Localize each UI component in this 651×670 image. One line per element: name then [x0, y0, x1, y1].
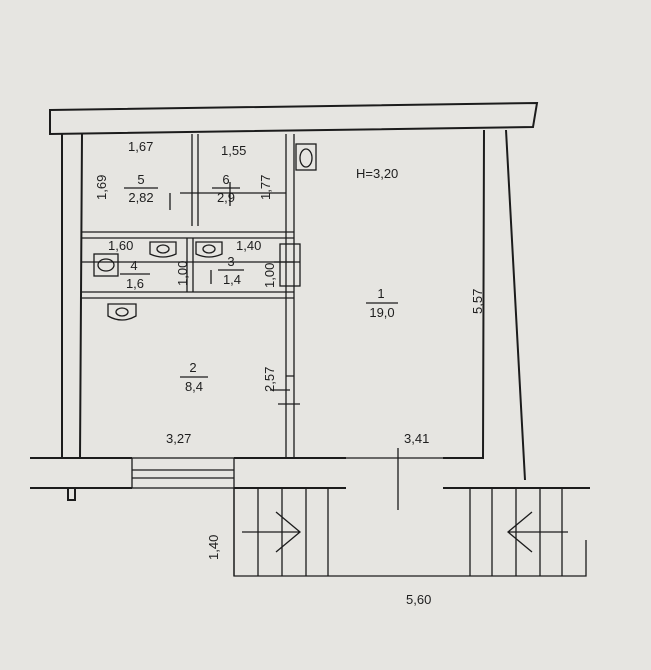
fixtures [93, 143, 317, 321]
dim-room5-depth: 1,69 [94, 175, 109, 200]
sink-icon [195, 241, 223, 258]
door-frame-3 [279, 243, 301, 287]
room-2-area: 8,4 [185, 379, 203, 394]
sink-icon [107, 303, 137, 321]
toilet-icon [295, 143, 317, 171]
partition-5-6 [191, 134, 199, 226]
dimension-lines [82, 192, 443, 510]
room-4-area: 1,6 [126, 276, 144, 291]
room-labels: H=3,20 1 19,0 2 8,4 3 1,4 4 1,6 5 2,82 6… [120, 166, 398, 394]
room-6-number: 6 [222, 172, 229, 187]
room-5-number: 5 [137, 172, 144, 187]
right-wall [482, 129, 526, 481]
dimension-labels: 1,67 1,55 1,69 1,77 1,60 1,40 1,00 1,00 … [94, 139, 485, 607]
dim-room1-depth: 5,57 [470, 289, 485, 314]
partition-bath-bottom [82, 291, 294, 299]
dim-room2-depth: 2,57 [262, 367, 277, 392]
room-3-number: 3 [227, 254, 234, 269]
dim-line-3-41 [346, 448, 443, 510]
dim-room3-width: 1,40 [236, 238, 261, 253]
dim-room2-width: 3,27 [166, 431, 191, 446]
room-1-area: 19,0 [369, 305, 394, 320]
stair-arrow-left-icon [242, 511, 302, 553]
room-5-area: 2,82 [128, 190, 153, 205]
dim-room6-depth: 1,77 [258, 175, 273, 200]
dim-stair-width: 5,60 [406, 592, 431, 607]
partition-3-4 [186, 238, 194, 292]
stair-arrow-right-icon [506, 511, 568, 553]
ceiling-height-label: H=3,20 [356, 166, 398, 181]
left-wall [61, 133, 83, 459]
dim-room3-depth: 1,00 [262, 263, 277, 288]
top-wall [49, 101, 539, 136]
bottom-wall [30, 457, 590, 489]
stairs [131, 457, 587, 577]
dim-room1-width: 3,41 [404, 431, 429, 446]
room-6-area: 2,9 [217, 190, 235, 205]
partition-upper-right [285, 134, 295, 300]
dim-stair-depth: 1,40 [206, 535, 221, 560]
bathtub-icon [93, 253, 119, 277]
dim-room6-width: 1,55 [221, 143, 246, 158]
entrance-step [131, 457, 235, 489]
room-4-number: 4 [130, 258, 137, 273]
room-2-number: 2 [189, 360, 196, 375]
outer-walls [30, 101, 590, 501]
sink-icon [149, 241, 177, 258]
dim-room4-width: 1,60 [108, 238, 133, 253]
room-1-number: 1 [377, 286, 384, 301]
wall-stub-left [67, 488, 76, 501]
partition-bath-top [82, 231, 294, 239]
dim-room5-width: 1,67 [128, 139, 153, 154]
partition-room2-right [285, 298, 295, 458]
room-3-area: 1,4 [223, 272, 241, 287]
entrance-step-lines [132, 469, 234, 479]
dim-room4-depth: 1,00 [175, 261, 190, 286]
